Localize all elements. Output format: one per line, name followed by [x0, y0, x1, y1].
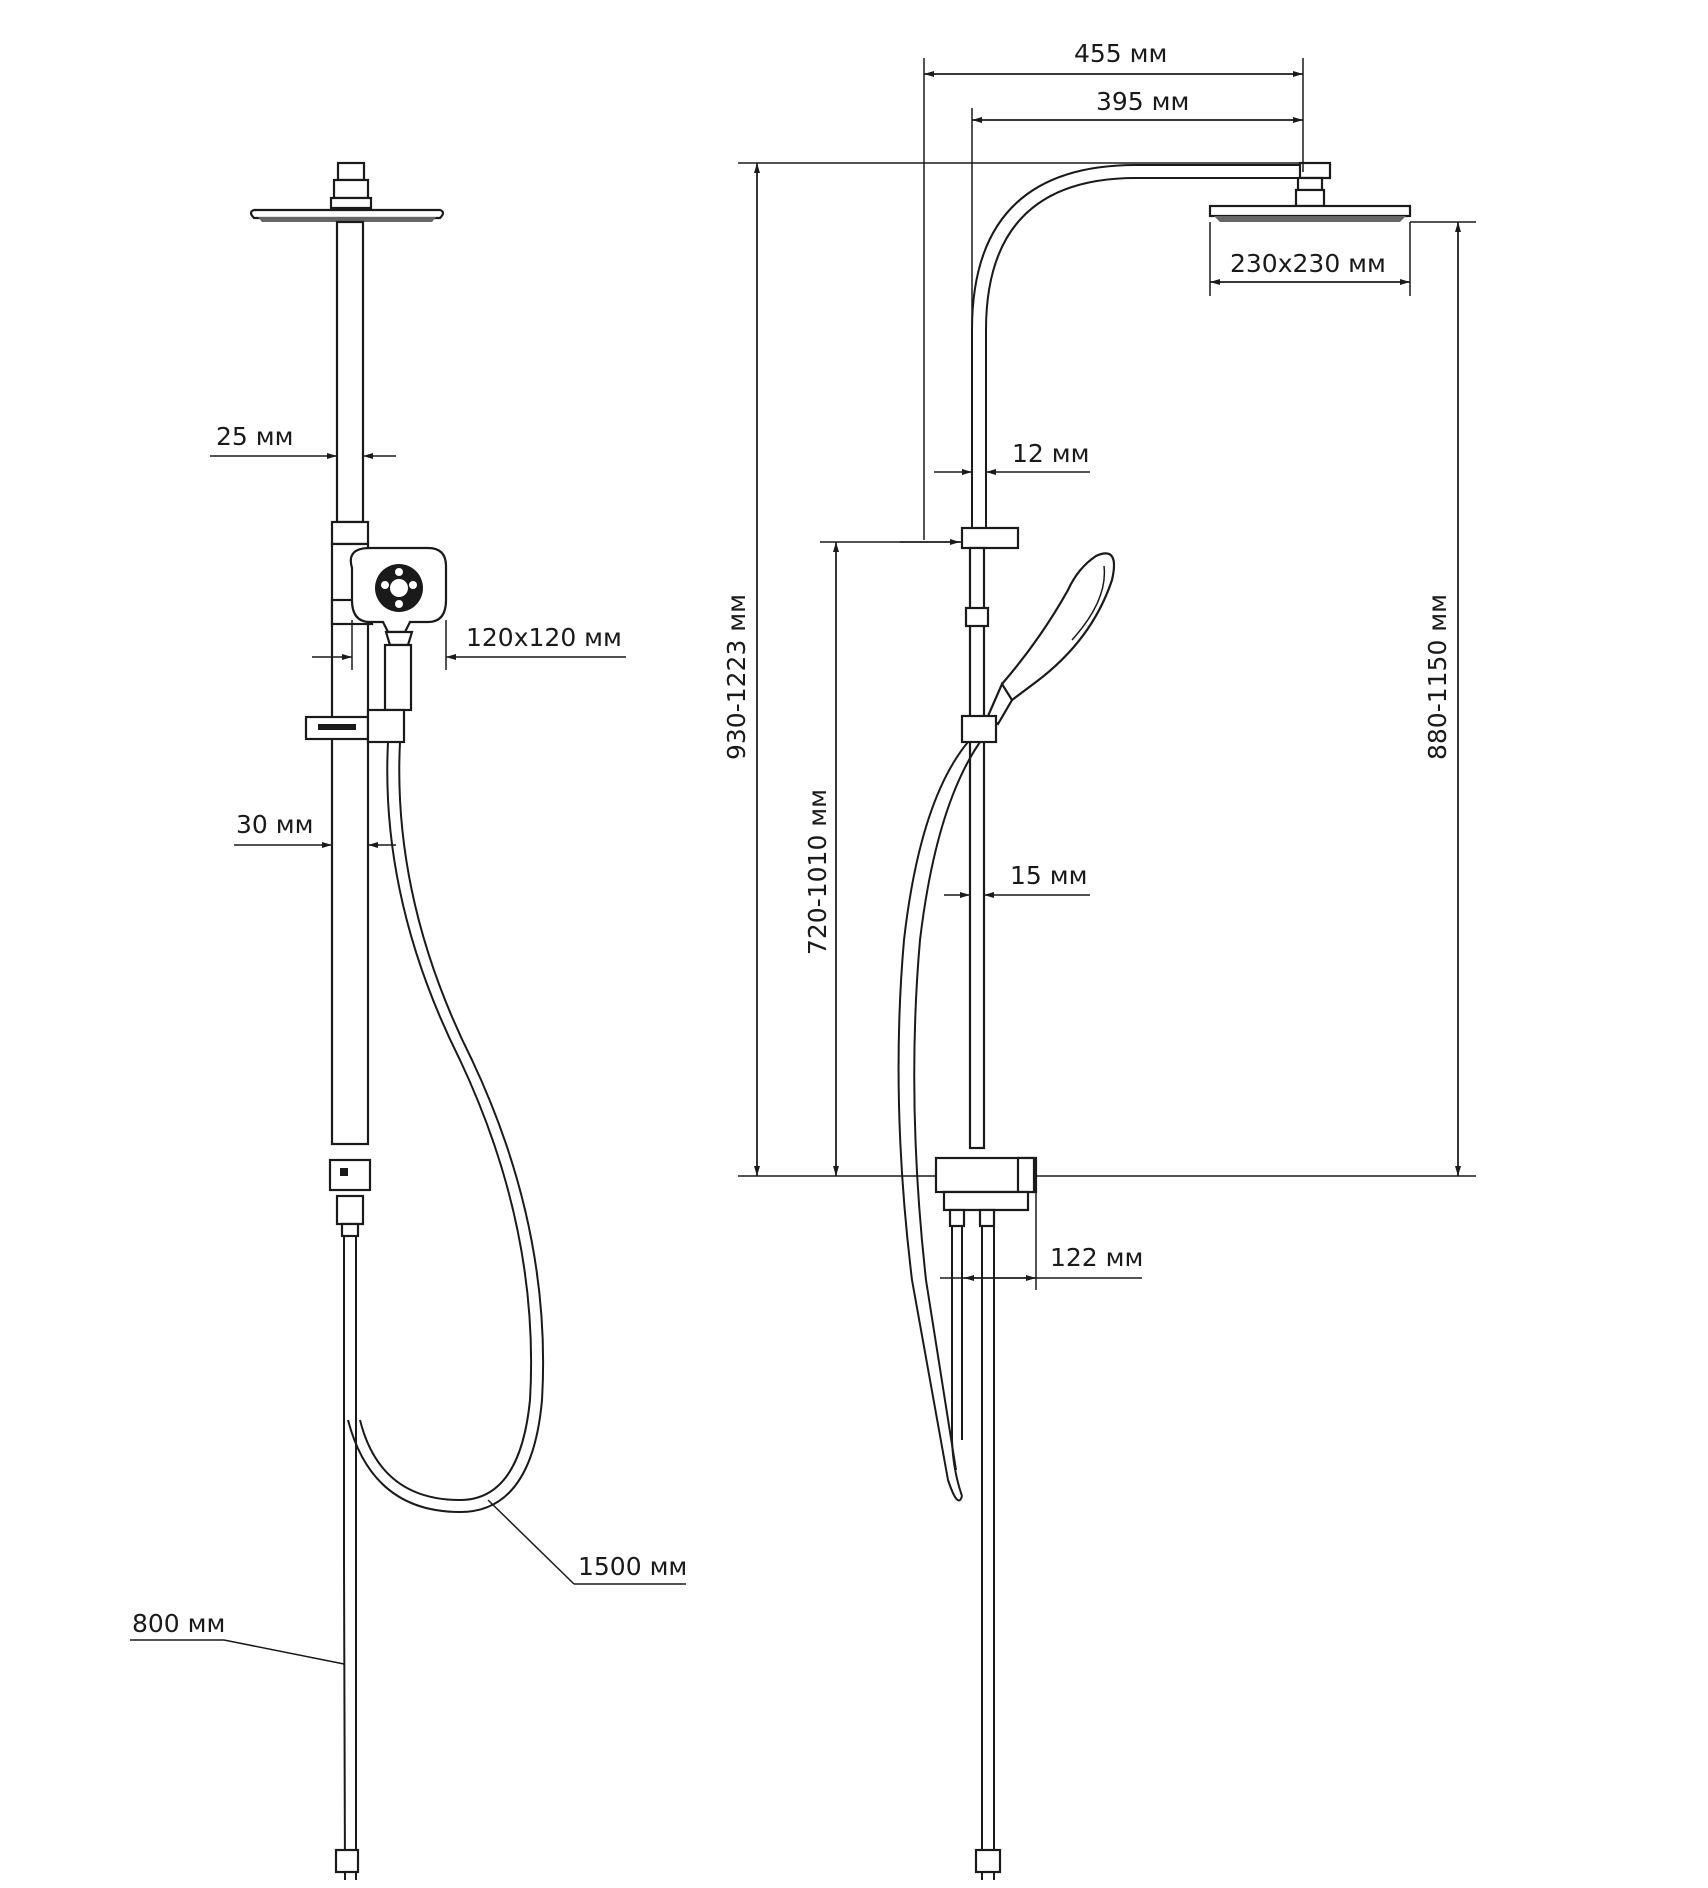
hand-shower-side [986, 552, 1116, 726]
label-122mm: 122 мм [1050, 1243, 1143, 1272]
side-slider [960, 714, 998, 744]
front-view: 25 мм 120x120 мм 30 мм 1500 мм 800 мм [130, 161, 687, 1881]
hose-front [359, 741, 533, 1502]
label-720-1010mm: 720-1010 мм [803, 789, 832, 955]
dim-120: 120x120 мм [312, 620, 626, 670]
arm-outer-line [971, 164, 1330, 540]
mixer-front [328, 1158, 372, 1238]
label-25mm: 25 мм [216, 422, 293, 451]
dim-12: 12 мм [934, 439, 1090, 475]
overhead-shower-head [249, 161, 445, 222]
label-455mm: 455 мм [1074, 39, 1167, 68]
dim-230: 230x230 мм [1209, 222, 1411, 296]
dim-1500: 1500 мм [487, 1499, 687, 1585]
dim-15: 15 мм [944, 861, 1090, 898]
label-1500mm: 1500 мм [578, 1552, 687, 1581]
side-upper-joint [960, 526, 1020, 550]
side-view: 455 мм 395 мм 230x230 мм 12 мм 15 мм [722, 39, 1476, 1880]
side-lower-tube [968, 546, 986, 1150]
dim-122: 122 мм [940, 1192, 1143, 1290]
label-12mm: 12 мм [1012, 439, 1089, 468]
dim-720-1010: 720-1010 мм [803, 539, 962, 1176]
hose-end-front [334, 1848, 360, 1874]
label-800mm: 800 мм [132, 1609, 225, 1638]
dim-800: 800 мм [130, 1609, 345, 1665]
dim-395: 395 мм [971, 87, 1303, 330]
upper-joint [330, 520, 370, 546]
arm-inner-line [985, 177, 1330, 540]
label-120mm: 120x120 мм [466, 623, 622, 652]
holder-slider-front [304, 708, 406, 744]
label-395mm: 395 мм [1096, 87, 1189, 116]
upper-tube [335, 220, 365, 524]
mixer-side [934, 1156, 1038, 1228]
dim-25: 25 мм [210, 422, 396, 459]
overhead-head-side [1208, 204, 1412, 222]
dim-880-1150: 880-1150 мм [1036, 221, 1476, 1177]
lower-tube [330, 542, 370, 1146]
hose-end-side [974, 1848, 1002, 1874]
hose-side [897, 741, 969, 1502]
dim-930-1223: 930-1223 мм [722, 162, 1300, 1177]
label-880-1150mm: 880-1150 мм [1423, 594, 1452, 760]
label-230mm: 230x230 мм [1230, 249, 1386, 278]
label-930-1223mm: 930-1223 мм [722, 594, 751, 760]
hand-shower-front [330, 546, 448, 712]
dim-455: 455 мм [923, 39, 1304, 540]
label-30mm: 30 мм [236, 810, 313, 839]
dim-30: 30 мм [234, 810, 396, 848]
label-15mm: 15 мм [1010, 861, 1087, 890]
